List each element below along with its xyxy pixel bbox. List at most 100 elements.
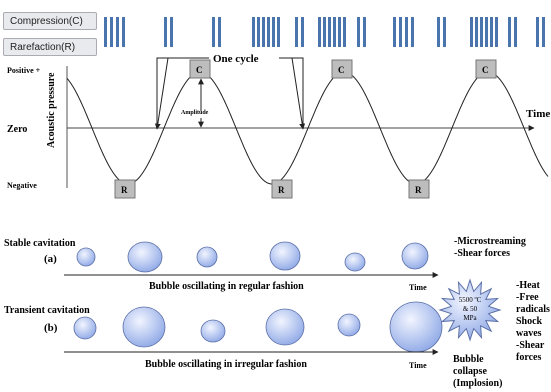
pressure-bar xyxy=(508,17,511,47)
pressure-bar xyxy=(480,17,483,47)
pressure-bar xyxy=(405,17,408,47)
stable-effect: -Shear forces xyxy=(454,248,510,259)
stable-bubble xyxy=(269,241,301,271)
transient-bubble xyxy=(73,316,97,340)
transient-bubble xyxy=(122,306,166,348)
marker-r-3: R xyxy=(408,179,430,199)
marker-c-2: C xyxy=(331,59,353,79)
pressure-bar xyxy=(514,17,517,47)
marker-r-1: R xyxy=(114,179,136,199)
cycle-arrow-right xyxy=(291,57,306,130)
pressure-bar xyxy=(164,17,167,47)
pressure-bar xyxy=(542,17,545,47)
pressure-bar xyxy=(262,17,265,47)
burst-text-line: MPa xyxy=(463,314,477,322)
burst-text-line: & 50 xyxy=(463,305,478,313)
collapse-label-line: Bubble xyxy=(453,354,484,365)
svg-text:R: R xyxy=(415,185,422,195)
transient-bubble xyxy=(337,313,361,337)
pressure-bar xyxy=(104,17,107,47)
collapse-label-line: collapse xyxy=(453,366,487,377)
pressure-bar xyxy=(470,17,473,47)
pressure-bar xyxy=(343,17,346,47)
pressure-bar xyxy=(257,17,260,47)
transient-effect: -Free xyxy=(516,292,539,303)
cycle-label: One cycle xyxy=(213,53,259,65)
stable-effect: -Microstreaming xyxy=(454,236,526,247)
pressure-bar xyxy=(485,17,488,47)
pressure-bar xyxy=(443,17,446,47)
svg-text:C: C xyxy=(482,65,489,75)
zero-label: Zero xyxy=(7,124,27,135)
stable-bubble xyxy=(344,252,366,272)
pressure-bar xyxy=(536,17,539,47)
transient-effect: waves xyxy=(516,328,542,339)
transient-caption: Bubble oscillating in irregular fashion xyxy=(145,359,307,370)
stable-bubble xyxy=(76,247,96,267)
pressure-bar xyxy=(411,17,414,47)
pressure-bar xyxy=(399,17,402,47)
transient-bubble xyxy=(389,301,443,353)
pressure-bar xyxy=(170,17,173,47)
transient-effect: radicals xyxy=(516,304,550,315)
transient-effect: -Shear xyxy=(516,340,545,351)
amplitude-label: Amplitude xyxy=(181,110,209,116)
pressure-bar xyxy=(393,17,396,47)
pressure-bar xyxy=(116,17,119,47)
stable-bubble xyxy=(127,241,163,273)
transient-effect: Shock xyxy=(516,316,543,327)
transient-time-label: Time xyxy=(409,361,427,370)
transient-bubble xyxy=(200,319,226,343)
collapse-label-line: (Implosion) xyxy=(453,378,502,389)
positive-label: Positive + xyxy=(7,66,41,75)
transient-effect: forces xyxy=(516,352,541,363)
stable-bubble xyxy=(401,242,429,270)
svg-text:C: C xyxy=(338,65,345,75)
marker-c-3: C xyxy=(475,59,497,79)
transient-tag: (b) xyxy=(44,322,58,334)
pressure-bar xyxy=(490,17,493,47)
pressure-bar xyxy=(110,17,113,47)
pressure-bars xyxy=(104,17,545,47)
stable-title: Stable cavitation xyxy=(4,238,76,249)
legend-compression: Compression(C) xyxy=(3,12,97,30)
y-axis-label: Acoustic pressure xyxy=(46,72,57,148)
pressure-bar xyxy=(328,17,331,47)
marker-r-2: R xyxy=(271,179,293,199)
pressure-bar xyxy=(338,17,341,47)
pressure-bar xyxy=(252,17,255,47)
pressure-bar xyxy=(122,17,125,47)
stable-tag: (a) xyxy=(44,253,57,265)
transient-title: Transient cavitation xyxy=(4,305,90,316)
pressure-bar xyxy=(212,17,215,47)
implosion-burst xyxy=(438,278,502,342)
pressure-bar xyxy=(495,17,498,47)
pressure-bar xyxy=(295,17,298,47)
pressure-bar xyxy=(218,17,221,47)
transient-bubble xyxy=(265,308,305,346)
pressure-bar xyxy=(277,17,280,47)
burst-text-line: 5500 ºC xyxy=(459,296,482,304)
svg-text:R: R xyxy=(121,185,128,195)
pressure-bar xyxy=(333,17,336,47)
cycle-label-bg xyxy=(209,50,279,65)
svg-text:C: C xyxy=(196,65,203,75)
marker-c-1: C xyxy=(189,59,211,79)
transient-effect: -Heat xyxy=(516,280,541,291)
negative-label: Negative xyxy=(7,181,37,190)
pressure-wave xyxy=(66,71,549,185)
pressure-bar xyxy=(318,17,321,47)
stable-caption: Bubble oscillating in regular fashion xyxy=(149,281,304,292)
pressure-bar xyxy=(267,17,270,47)
pressure-bar xyxy=(301,17,304,47)
stable-bubble xyxy=(196,246,218,268)
pressure-bar xyxy=(475,17,478,47)
pressure-bar xyxy=(437,17,440,47)
pressure-bar xyxy=(363,17,366,47)
pressure-bar xyxy=(357,17,360,47)
stable-time-label: Time xyxy=(409,283,427,292)
pressure-bar xyxy=(323,17,326,47)
cycle-arrow-left xyxy=(154,57,169,130)
